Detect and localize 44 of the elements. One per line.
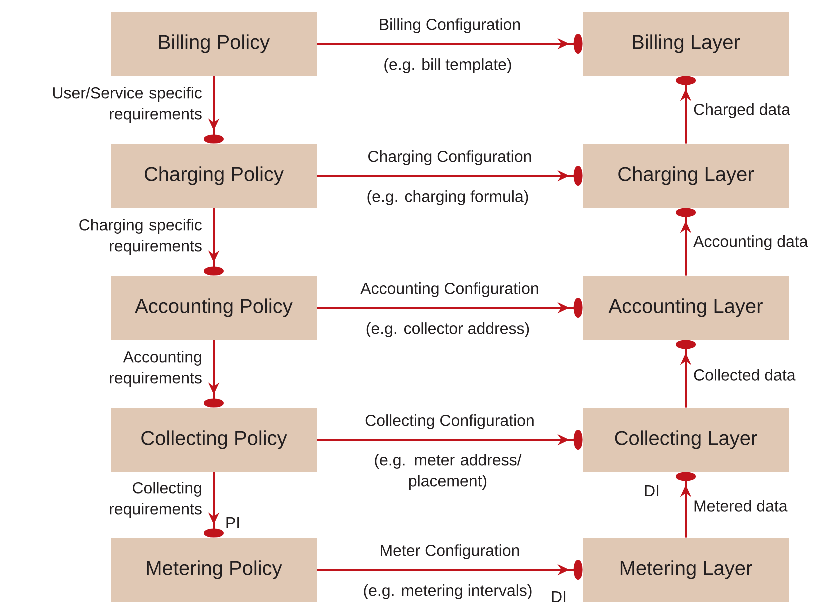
- process-box: Collecting Layer: [583, 408, 789, 472]
- note-label: (e.g. charging formula): [368, 190, 528, 206]
- arrow: [317, 560, 583, 580]
- note-label: (e.g. collector address): [366, 322, 530, 338]
- arrow: [317, 298, 583, 318]
- note-label: (e.g. bill template): [384, 58, 512, 74]
- arrow: [204, 472, 224, 538]
- edge-label: Metered data: [694, 500, 788, 512]
- arrow: [204, 340, 224, 408]
- process-box: Charging Layer: [583, 144, 789, 208]
- edge-label: Meter Configuration: [381, 544, 520, 560]
- arrow: [676, 472, 696, 538]
- note-label: DI: [645, 486, 659, 496]
- note-label: DI: [552, 592, 566, 602]
- edge-label: Collected data: [694, 369, 796, 381]
- edge-label: Billing Configuration: [380, 18, 520, 34]
- process-box: Charging Policy: [111, 144, 317, 208]
- arrow: [204, 76, 224, 144]
- note-label: (e.g. metering intervals): [364, 584, 532, 600]
- edge-label: Charging specific requirements: [80, 219, 202, 255]
- arrow: [676, 208, 696, 276]
- edge-label: Accounting data: [694, 236, 808, 250]
- process-box: Accounting Policy: [111, 276, 317, 340]
- edge-label: User/Service specific requirements: [53, 87, 202, 123]
- arrow: [204, 208, 224, 276]
- arrow: [676, 76, 696, 144]
- note-label: (e.g. meter address/ placement): [375, 454, 522, 490]
- edge-label: Accounting Configuration: [360, 282, 538, 298]
- edge-label: Charging Configuration: [368, 150, 532, 166]
- edge-label: Charged data: [694, 104, 790, 118]
- process-box: Accounting Layer: [583, 276, 789, 340]
- edge-label: Collecting Configuration: [366, 414, 534, 430]
- process-box: Billing Layer: [583, 12, 789, 76]
- arrow: [317, 34, 583, 54]
- process-box: Metering Layer: [583, 538, 789, 602]
- edge-label: Accounting requirements: [110, 351, 202, 387]
- edge-label: Collecting requirements: [110, 482, 202, 518]
- process-box: Billing Policy: [111, 12, 317, 76]
- note-label: PI: [226, 518, 240, 528]
- arrow: [317, 430, 583, 450]
- process-box: Collecting Policy: [111, 408, 317, 472]
- arrow: [317, 166, 583, 186]
- process-box: Metering Policy: [111, 538, 317, 602]
- arrow: [676, 340, 696, 408]
